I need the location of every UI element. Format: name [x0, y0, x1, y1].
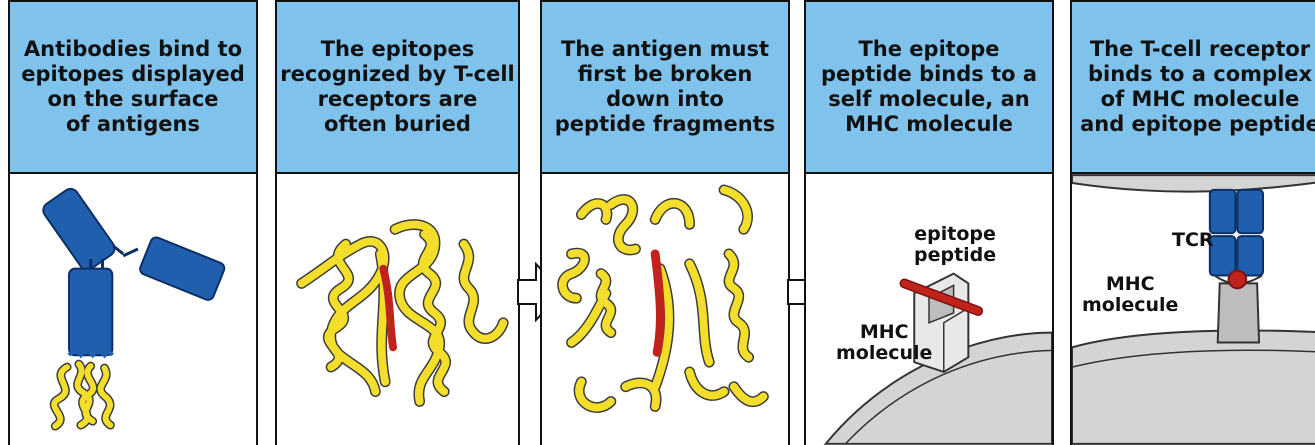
- panel-2-header: The epitopes recognized by T-cell recept…: [277, 2, 518, 174]
- mhc-illustration: [806, 174, 1052, 445]
- antigen-protein: [54, 364, 110, 426]
- apc-surface: [1072, 330, 1315, 443]
- mhc-molecule: [1218, 283, 1259, 342]
- panel-peptide-fragments: The antigen must first be broken down in…: [540, 0, 790, 445]
- epitope-peptide-fragment: [655, 254, 660, 352]
- panel-2-heading: The epitopes recognized by T-cell recept…: [280, 37, 515, 137]
- panel-3-heading: The antigen must first be broken down in…: [555, 37, 775, 137]
- peptide-fragments: [563, 190, 764, 408]
- panel-5-heading: The T-cell receptor binds to a complex o…: [1080, 37, 1315, 137]
- panel-mhc-binding: The epitope peptide binds to a self mole…: [804, 0, 1054, 445]
- folded-protein: [302, 225, 504, 402]
- antibody-arm-left: [40, 186, 117, 273]
- antibody-arm-right: [138, 236, 226, 302]
- panel-antibodies: Antibodies bind to epitopes displayed on…: [8, 0, 258, 445]
- panel-1-heading: Antibodies bind to epitopes displayed on…: [21, 37, 244, 137]
- fragments-illustration: [542, 174, 788, 445]
- panel-4-header: The epitope peptide binds to a self mole…: [806, 2, 1052, 174]
- panel-1-header: Antibodies bind to epitopes displayed on…: [10, 2, 256, 174]
- t-cell-surface: [1072, 175, 1315, 192]
- tcr-molecule: [1210, 190, 1263, 276]
- mhc-molecule-label: MHC molecule: [836, 322, 932, 364]
- tcr-label: TCR: [1172, 230, 1214, 251]
- antibody-illustration: [10, 174, 256, 445]
- panel-buried-epitopes: The epitopes recognized by T-cell recept…: [275, 0, 520, 445]
- antibody-stem: [69, 269, 112, 356]
- panel-5-header: The T-cell receptor binds to a complex o…: [1072, 2, 1315, 174]
- epitope-peptide: [1229, 271, 1247, 289]
- epitope-peptide-label: epitope peptide: [914, 224, 996, 266]
- folded-protein-illustration: [277, 174, 518, 445]
- panel-4-heading: The epitope peptide binds to a self mole…: [821, 37, 1037, 137]
- mhc-molecule-label: MHC molecule: [1082, 274, 1178, 316]
- panel-tcr-complex: The T-cell receptor binds to a complex o…: [1070, 0, 1315, 445]
- panel-3-header: The antigen must first be broken down in…: [542, 2, 788, 174]
